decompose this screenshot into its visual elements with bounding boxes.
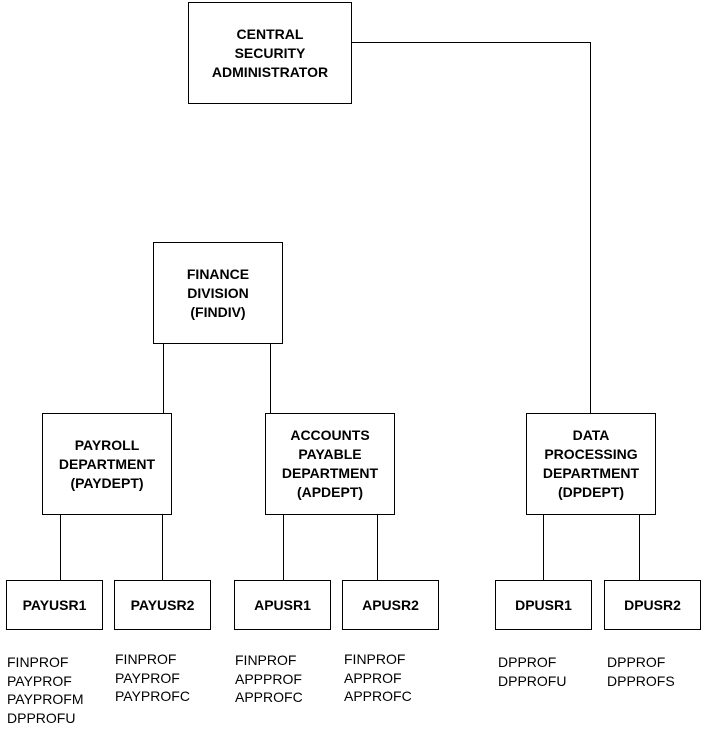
node-label: PAYROLL DEPARTMENT (PAYDEPT) <box>58 436 156 491</box>
profile-item: PAYPROFM <box>7 691 84 707</box>
node-data-processing-department: DATA PROCESSING DEPARTMENT (DPDEPT) <box>526 413 656 515</box>
node-label: PAYUSR2 <box>130 596 195 613</box>
node-label: ACCOUNTS PAYABLE DEPARTMENT (APDEPT) <box>281 427 379 500</box>
node-label: DPUSR2 <box>624 596 681 613</box>
profile-item: APPROFC <box>235 689 303 705</box>
node-apusr1: APUSR1 <box>234 580 331 630</box>
profiles-payusr2: FINPROF PAYPROF PAYPROFC <box>115 650 190 706</box>
profile-item: APPROFC <box>344 688 412 704</box>
node-dpusr2: DPUSR2 <box>604 580 701 630</box>
profile-item: DPPROF <box>607 654 666 670</box>
node-dpusr1: DPUSR1 <box>495 580 592 630</box>
connector-central-dpdept <box>351 42 591 413</box>
profiles-dpusr1: DPPROF DPPROFU <box>498 653 566 690</box>
node-payroll-department: PAYROLL DEPARTMENT (PAYDEPT) <box>42 413 172 515</box>
profile-item: DPPROFU <box>498 672 567 689</box>
node-accounts-payable-department: ACCOUNTS PAYABLE DEPARTMENT (APDEPT) <box>265 413 395 515</box>
node-apusr2: APUSR2 <box>342 580 439 630</box>
profile-item: PAYPROF <box>115 669 180 686</box>
profile-item: PAYPROF <box>7 672 72 689</box>
node-label: APUSR1 <box>254 596 311 613</box>
profiles-dpusr2: DPPROF DPPROFS <box>607 653 675 690</box>
profile-item: FINPROF <box>235 652 297 668</box>
node-payusr2: PAYUSR2 <box>114 580 211 630</box>
node-label: FINANCE DIVISION (FINDIV) <box>186 265 250 320</box>
profile-item: DPPROFS <box>607 672 675 689</box>
node-label: APUSR2 <box>362 596 419 613</box>
node-label: DPUSR1 <box>515 596 572 613</box>
profile-item: DPPROFU <box>7 709 76 726</box>
profiles-apusr1: FINPROF APPPROF APPROFC <box>235 651 303 707</box>
profiles-payusr1: FINPROF PAYPROF PAYPROFM DPPROFU <box>7 653 84 727</box>
profile-item: FINPROF <box>115 651 177 667</box>
profile-item: DPPROF <box>498 654 557 670</box>
profile-item: APPROF <box>344 669 402 686</box>
node-payusr1: PAYUSR1 <box>6 580 103 630</box>
profile-item: APPPROF <box>235 670 302 687</box>
node-label: DATA PROCESSING DEPARTMENT (DPDEPT) <box>542 427 640 500</box>
node-finance-division: FINANCE DIVISION (FINDIV) <box>153 242 283 344</box>
profiles-apusr2: FINPROF APPROF APPROFC <box>344 650 412 706</box>
profile-item: PAYPROFC <box>115 688 190 704</box>
node-label: CENTRAL SECURITY ADMINISTRATOR <box>211 25 329 80</box>
profile-item: FINPROF <box>7 654 69 670</box>
profile-item: FINPROF <box>344 651 406 667</box>
node-central-security-administrator: CENTRAL SECURITY ADMINISTRATOR <box>188 2 352 104</box>
node-label: PAYUSR1 <box>22 596 87 613</box>
